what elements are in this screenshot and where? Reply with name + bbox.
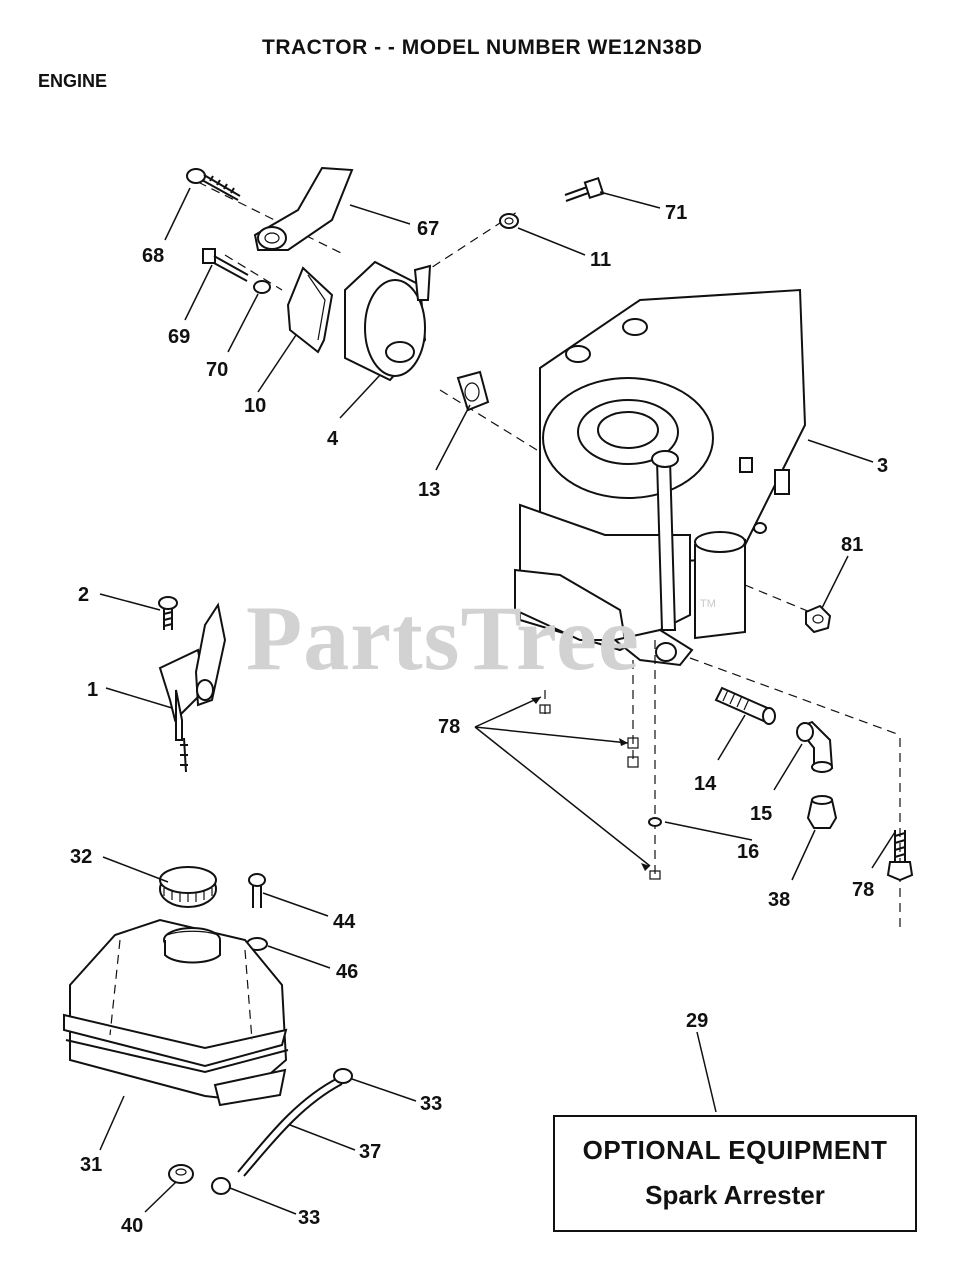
watermark-trademark: TM bbox=[700, 598, 716, 610]
callout-13: 13 bbox=[418, 479, 440, 501]
bolt-69 bbox=[202, 248, 249, 282]
leader-4 bbox=[339, 374, 381, 419]
callout-68: 68 bbox=[142, 245, 164, 267]
leader-3 bbox=[807, 439, 874, 463]
page-title: TRACTOR - - MODEL NUMBER WE12N38D bbox=[262, 36, 703, 59]
callout-3: 3 bbox=[877, 455, 888, 477]
callout-2: 2 bbox=[78, 584, 89, 606]
callout-14: 14 bbox=[694, 773, 717, 795]
callout-44: 44 bbox=[333, 911, 356, 933]
leader-10 bbox=[257, 334, 297, 393]
fuel-line-37 bbox=[237, 1077, 343, 1177]
callout-71: 71 bbox=[665, 202, 687, 224]
callout-33-b: 33 bbox=[298, 1207, 320, 1229]
callout-29: 29 bbox=[686, 1010, 708, 1032]
callout-40: 40 bbox=[121, 1215, 143, 1237]
callout-38: 38 bbox=[768, 889, 790, 911]
fitting-38 bbox=[806, 795, 838, 829]
leader-81 bbox=[821, 555, 849, 609]
leader-29 bbox=[696, 1031, 717, 1113]
leader-15 bbox=[773, 743, 803, 791]
bolt-68 bbox=[186, 168, 241, 201]
callout-70: 70 bbox=[206, 359, 228, 381]
bushing-40 bbox=[168, 1164, 194, 1184]
leader-38 bbox=[791, 829, 816, 881]
callout-37: 37 bbox=[359, 1141, 381, 1163]
elbow-15 bbox=[796, 720, 834, 773]
leader-40 bbox=[144, 1181, 177, 1213]
washer-16 bbox=[648, 817, 662, 827]
washer-70 bbox=[253, 280, 271, 294]
callout-81: 81 bbox=[841, 534, 863, 556]
callout-15: 15 bbox=[750, 803, 772, 825]
leader-32 bbox=[102, 856, 169, 883]
section-label: ENGINE bbox=[38, 71, 108, 91]
clamp-33-bottom bbox=[211, 1177, 231, 1195]
lock-washer-11 bbox=[499, 213, 519, 229]
callout-10: 10 bbox=[244, 395, 266, 417]
bolt-71 bbox=[564, 176, 605, 202]
leader-14 bbox=[717, 714, 746, 761]
throttle-control-1 bbox=[158, 602, 227, 773]
callout-46: 46 bbox=[336, 961, 358, 983]
callout-31: 31 bbox=[80, 1154, 102, 1176]
leader-67 bbox=[349, 204, 411, 225]
leader-16 bbox=[664, 821, 753, 841]
callout-1: 1 bbox=[87, 679, 98, 701]
leader-69 bbox=[184, 264, 213, 321]
fuel-cap-32 bbox=[159, 866, 217, 908]
leader-46 bbox=[267, 945, 331, 969]
screw-2 bbox=[158, 596, 178, 630]
muffler-4 bbox=[344, 260, 432, 382]
leader-68 bbox=[164, 187, 191, 241]
muffler-guard-10 bbox=[286, 266, 334, 354]
screw-44 bbox=[248, 873, 266, 908]
gasket-13 bbox=[456, 370, 490, 412]
callout-69: 69 bbox=[168, 326, 190, 348]
leader-78-b bbox=[871, 831, 896, 869]
pipe-nipple-14 bbox=[714, 686, 776, 725]
leader-13 bbox=[435, 404, 471, 471]
callout-78-a: 78 bbox=[438, 716, 460, 738]
leader-44 bbox=[262, 892, 329, 917]
watermark: PartsTree bbox=[246, 587, 640, 689]
leader-70 bbox=[227, 293, 259, 353]
leader-78-a bbox=[474, 696, 651, 867]
leader-1 bbox=[105, 687, 173, 709]
leader-2 bbox=[99, 593, 161, 611]
callout-16: 16 bbox=[737, 841, 759, 863]
callout-78-b: 78 bbox=[852, 879, 874, 901]
engine-3 bbox=[514, 288, 807, 667]
leader-31 bbox=[99, 1095, 125, 1151]
optional-equipment-box: OPTIONAL EQUIPMENT Spark Arrester bbox=[553, 1115, 917, 1232]
optional-equipment-title: OPTIONAL EQUIPMENT bbox=[582, 1135, 888, 1165]
leader-37 bbox=[289, 1124, 356, 1151]
clamp-33-top bbox=[333, 1068, 353, 1084]
bolt-78-right bbox=[886, 830, 914, 882]
spark-arrester-label: Spark Arrester bbox=[645, 1180, 825, 1210]
leader-33-a bbox=[351, 1078, 417, 1102]
fuel-tank-31 bbox=[63, 918, 289, 1107]
leader-11 bbox=[517, 227, 586, 256]
nut-81 bbox=[805, 604, 832, 634]
callout-11: 11 bbox=[590, 249, 611, 271]
leader-33-b bbox=[229, 1187, 297, 1215]
heat-shield-67 bbox=[253, 166, 354, 251]
callout-32: 32 bbox=[70, 846, 92, 868]
callout-67: 67 bbox=[417, 218, 439, 240]
callout-4: 4 bbox=[327, 428, 339, 450]
callout-33-a: 33 bbox=[420, 1093, 442, 1115]
leader-71 bbox=[599, 191, 661, 209]
